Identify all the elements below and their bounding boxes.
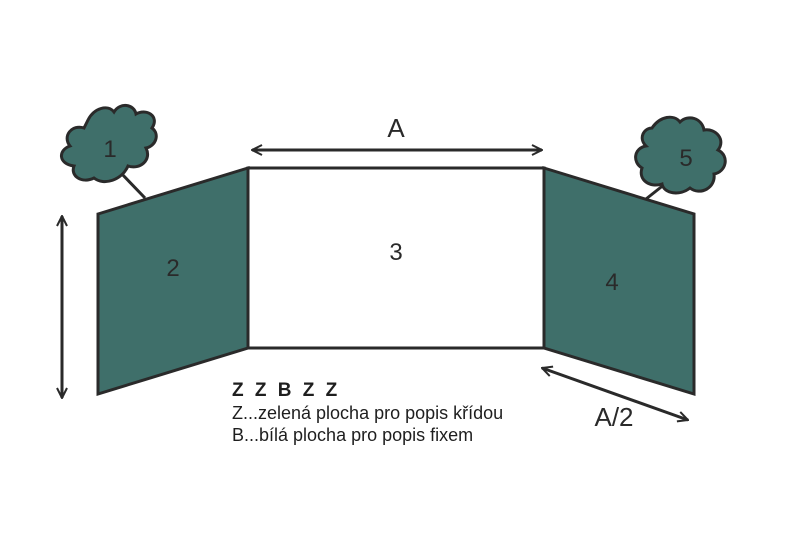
flap-1-shape: [60, 104, 158, 183]
legend-b-line: B...bílá plocha pro popis fixem: [232, 425, 474, 445]
legend-z-line: Z...zelená plocha pro popis křídou: [232, 403, 504, 423]
flap-1-connector: [118, 170, 147, 200]
panel-3-shape: [246, 166, 546, 350]
legend: Z Z B Z Z Z...zelená plocha pro popis kř…: [232, 380, 503, 446]
legend-code: Z Z B Z Z: [232, 380, 341, 401]
panel-3-number: 3: [389, 239, 402, 266]
width-label: A: [387, 113, 405, 143]
panel-4-shape: [542, 165, 696, 397]
panel-4-number: 4: [605, 269, 618, 296]
panel-5-number: 5: [679, 145, 692, 172]
flap-5-shape: [634, 115, 727, 195]
panel-2-number: 2: [166, 255, 179, 282]
panel-1-number: 1: [103, 136, 116, 163]
side-width-label: A/2: [594, 402, 633, 432]
side-width-dimension-arrow: [542, 368, 688, 420]
